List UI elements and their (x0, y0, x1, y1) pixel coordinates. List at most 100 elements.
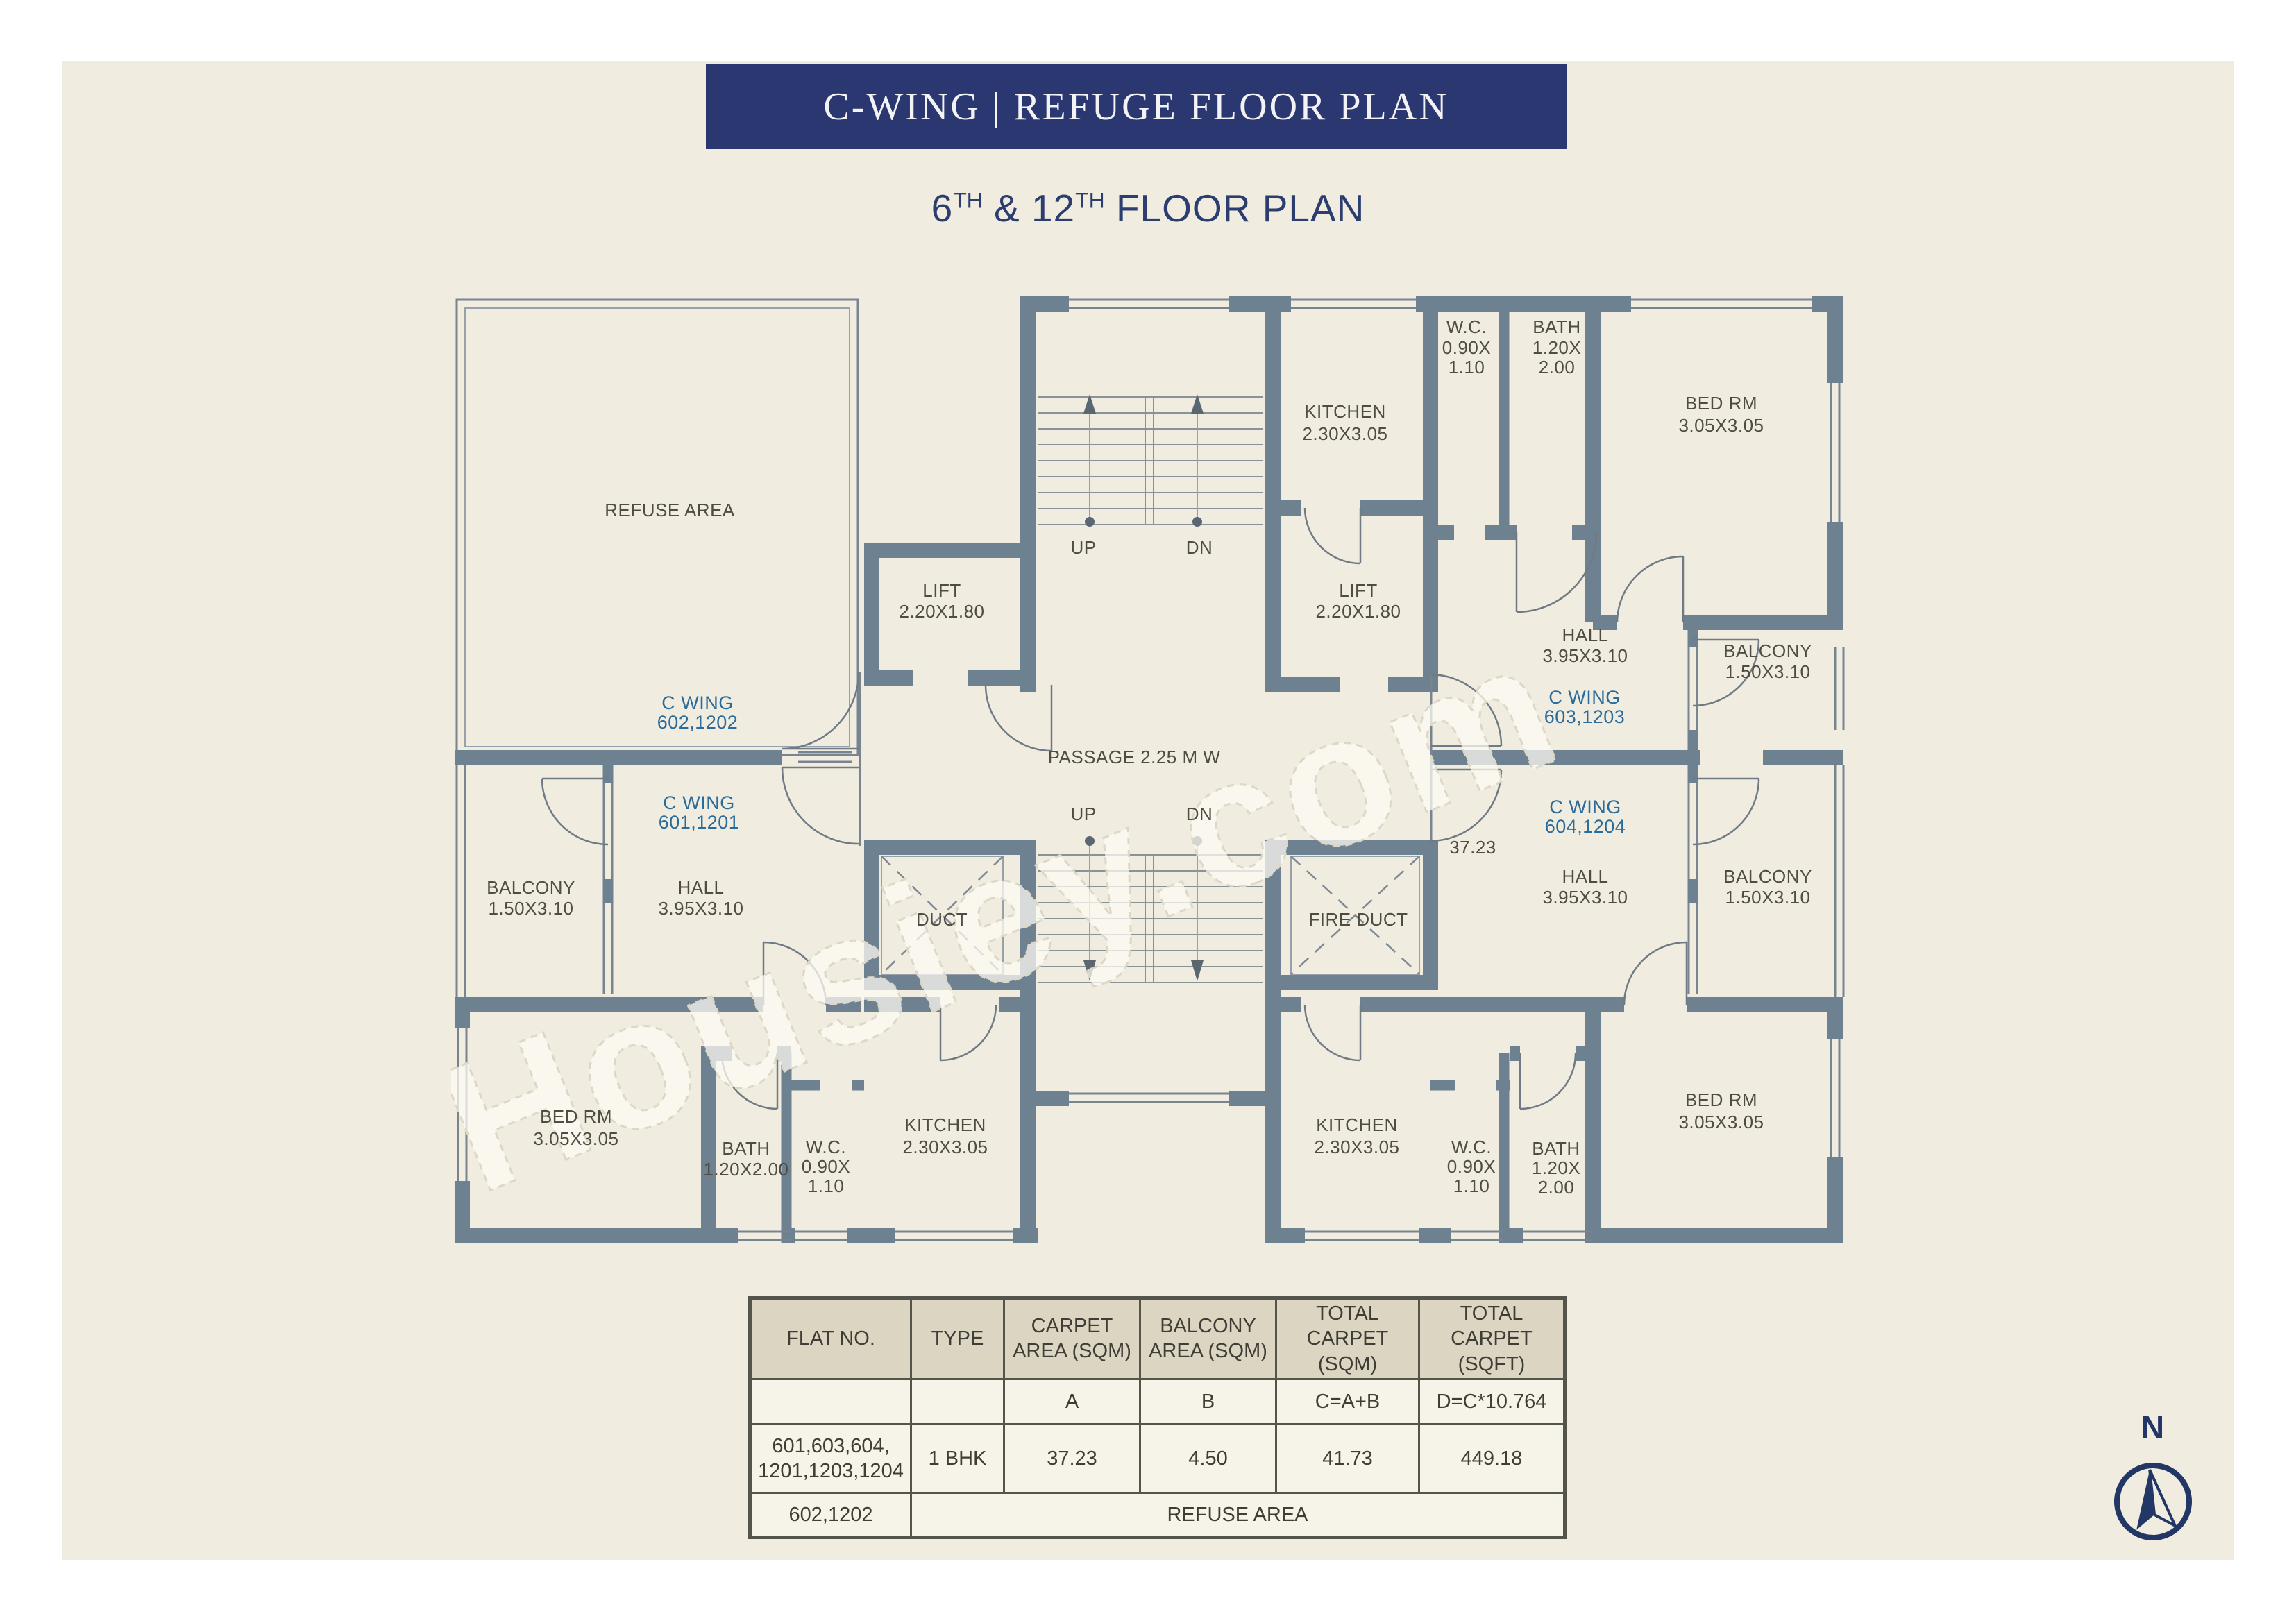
room-label-lift-right: LIFT (1339, 580, 1377, 601)
stairs-dn-label-bottom: DN (1186, 804, 1213, 824)
stairs-dn-label-top: DN (1186, 537, 1213, 558)
room-label-bath-603: BATH (1533, 316, 1580, 337)
doors (541, 507, 1760, 1110)
formula-total-sqft: D=C*10.764 (1418, 1377, 1566, 1425)
formula-total-sqm: C=A+B (1275, 1377, 1420, 1425)
subtitle-mid: & 12 (982, 187, 1076, 230)
room-dims-balcony-601: 1.50X3.10 (488, 898, 573, 919)
unit-label-602-flats: 602,1202 (657, 712, 738, 733)
room-label-refuse-area: REFUSE AREA (605, 500, 735, 520)
room-label-hall-604: HALL (1562, 866, 1608, 887)
room-dims-wc-601a: 0.90X (802, 1156, 850, 1177)
svg-text:Housiey.com: Housiey.com (451, 600, 1585, 1232)
floor-plan-subtitle: 6TH & 12TH FLOOR PLAN (766, 186, 1530, 230)
room-dims-wc-603a: 0.90X (1442, 337, 1491, 358)
formula-carpet: A (1003, 1377, 1141, 1425)
room-label-lift-left: LIFT (922, 580, 961, 601)
cell-balcony: 4.50 (1139, 1422, 1277, 1494)
cell-refuse-flat: 602,1202 (749, 1491, 912, 1538)
formula-balcony: B (1139, 1377, 1277, 1425)
staircase-bottom (1038, 836, 1263, 983)
unit-label-603-wing: C WING (1548, 687, 1621, 708)
room-dims-wc-603b: 1.10 (1449, 357, 1485, 377)
windows (455, 298, 1845, 1241)
table-refuse-row: 602,1202 REFUSE AREA (749, 1491, 1566, 1538)
room-label-bath-601: BATH (722, 1138, 770, 1159)
room-label-balcony-603: BALCONY (1723, 640, 1812, 661)
room-dims-lift-left: 2.20X1.80 (899, 601, 984, 622)
north-compass: N (2097, 1409, 2209, 1561)
room-dims-kitchen-603: 2.30X3.05 (1302, 423, 1387, 444)
passage-label: PASSAGE 2.25 M W (1048, 747, 1221, 767)
table-data-row: 601,603,604,1201,1203,1204 1 BHK 37.23 4… (749, 1422, 1566, 1494)
room-label-bed-603: BED RM (1685, 393, 1757, 414)
room-dims-balcony-603: 1.50X3.10 (1725, 661, 1810, 682)
room-dims-bed-604: 3.05X3.05 (1678, 1112, 1764, 1132)
cell-total-sqm: 41.73 (1275, 1422, 1420, 1494)
subtitle-rest: FLOOR PLAN (1104, 187, 1365, 230)
room-dims-hall-603: 3.95X3.10 (1542, 645, 1628, 666)
subtitle-sup1: TH (953, 187, 983, 213)
room-dims-bed-603: 3.05X3.05 (1678, 415, 1764, 436)
room-dims-bath-604b: 2.00 (1538, 1177, 1575, 1198)
room-label-hall-601: HALL (677, 877, 724, 898)
walls-medium (602, 296, 1698, 1243)
room-label-kitchen-603: KITCHEN (1304, 401, 1386, 422)
room-label-wc-603: W.C. (1446, 316, 1487, 337)
header-flat-no: FLAT NO. (749, 1297, 912, 1380)
room-dims-wc-601b: 1.10 (808, 1175, 845, 1196)
room-label-kitchen-601: KITCHEN (904, 1114, 986, 1135)
room-label-balcony-601: BALCONY (487, 877, 575, 898)
cell-refuse-label: REFUSE AREA (910, 1491, 1566, 1538)
unit-label-604-flats: 604,1204 (1545, 816, 1626, 837)
floor-plan: Housiey.com REFUSE AREA LIFT 2.20X1.80 L… (416, 293, 1846, 1247)
unit-label-602-wing: C WING (661, 692, 734, 713)
watermark: Housiey.com (416, 600, 1587, 1234)
formula-flat-no (749, 1377, 912, 1425)
table-formula-row: A B C=A+B D=C*10.764 (749, 1377, 1566, 1425)
room-dims-hall-604: 3.95X3.10 (1542, 887, 1628, 908)
room-label-wc-604: W.C. (1451, 1137, 1492, 1157)
cell-flat-no: 601,603,604,1201,1203,1204 (749, 1422, 912, 1494)
room-label-bed-604: BED RM (1685, 1089, 1757, 1110)
room-dims-wc-604b: 1.10 (1453, 1175, 1490, 1196)
room-label-bed-601: BED RM (540, 1106, 612, 1127)
cell-type: 1 BHK (910, 1422, 1005, 1494)
room-dims-bed-601: 3.05X3.05 (533, 1128, 618, 1149)
unit-label-604-wing: C WING (1549, 797, 1621, 817)
room-label-balcony-604: BALCONY (1723, 866, 1812, 887)
header-total-carpet-sqm: TOTAL CARPET(SQM) (1275, 1297, 1420, 1380)
room-dims-bath-604a: 1.20X (1532, 1157, 1580, 1178)
room-dims-kitchen-604: 2.30X3.05 (1314, 1137, 1399, 1157)
duct-label: DUCT (916, 909, 968, 930)
room-dims-balcony-604: 1.50X3.10 (1725, 887, 1810, 908)
refuse-area-outline (455, 298, 859, 756)
header-total-carpet-sqft: TOTAL CARPET(SQFT) (1418, 1297, 1566, 1380)
room-dims-hall-601: 3.95X3.10 (658, 898, 743, 919)
room-dims-lift-right: 2.20X1.80 (1315, 601, 1401, 622)
north-label: N (2141, 1409, 2166, 1445)
cell-carpet: 37.23 (1003, 1422, 1141, 1494)
room-dims-kitchen-601: 2.30X3.05 (902, 1137, 988, 1157)
room-label-kitchen-604: KITCHEN (1316, 1114, 1398, 1135)
room-dims-bath-603b: 2.00 (1539, 357, 1576, 377)
room-dims-wc-604a: 0.90X (1447, 1156, 1496, 1177)
unit-label-601-wing: C WING (663, 792, 735, 813)
north-arrow-icon (2114, 1463, 2192, 1540)
room-label-bath-604: BATH (1532, 1138, 1580, 1159)
fire-duct-label: FIRE DUCT (1308, 909, 1408, 930)
room-label-wc-601: W.C. (806, 1137, 846, 1157)
title-banner: C-WING | REFUGE FLOOR PLAN (706, 64, 1567, 149)
subtitle-num1: 6 (931, 187, 954, 230)
carpet-width-dim: 37.23 (1449, 837, 1496, 858)
cell-total-sqft: 449.18 (1418, 1422, 1566, 1494)
subtitle-sup2: TH (1075, 187, 1105, 213)
staircase-top (1038, 394, 1263, 527)
fire-duct (1290, 856, 1420, 975)
formula-type (910, 1377, 1005, 1425)
